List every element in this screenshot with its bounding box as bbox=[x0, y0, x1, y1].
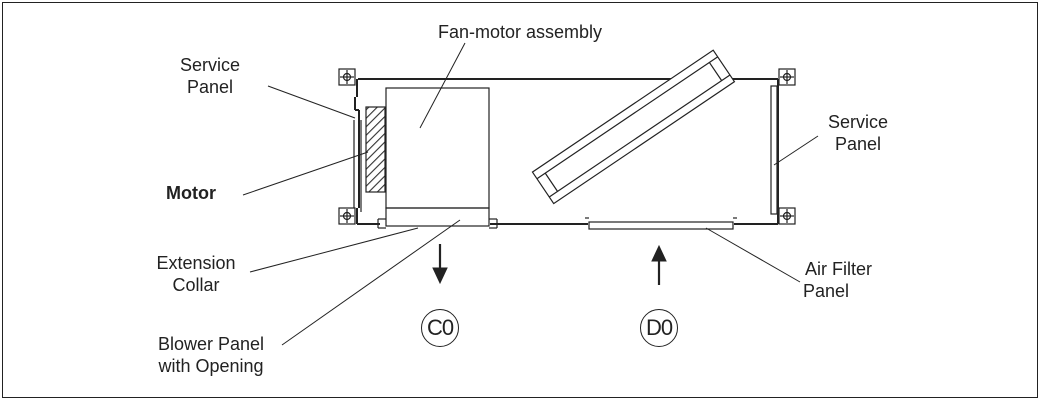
corner-bolt-bottom-right bbox=[778, 207, 796, 225]
marker-outlet: C0 bbox=[421, 309, 459, 347]
label-line: Service bbox=[827, 112, 889, 132]
fan-motor-assembly bbox=[385, 87, 490, 209]
label-line: Service bbox=[179, 55, 241, 75]
label-extension-collar: Extension Collar bbox=[146, 252, 246, 296]
service-panel-left bbox=[353, 120, 362, 212]
corner-bolt-bottom-left bbox=[338, 207, 356, 225]
tilted-coil bbox=[531, 49, 736, 205]
leader-lines bbox=[242, 42, 819, 346]
label-blower-panel: Blower Panel with Opening bbox=[146, 333, 276, 377]
corner-bolt-top-left bbox=[338, 68, 356, 86]
service-panel-right bbox=[770, 85, 778, 215]
label-line: Panel bbox=[186, 77, 234, 97]
corner-bolt-top-right bbox=[778, 68, 796, 86]
label-line: with Opening bbox=[158, 356, 264, 376]
label-service-panel-right: Service Panel bbox=[818, 111, 898, 155]
inlet-arrow bbox=[651, 244, 667, 285]
label-fan-motor-assembly: Fan-motor assembly bbox=[437, 22, 603, 42]
marker-inlet: D0 bbox=[640, 309, 678, 347]
label-motor: Motor bbox=[166, 183, 216, 203]
label-line: Panel bbox=[834, 134, 882, 154]
extension-collar bbox=[377, 207, 498, 229]
outlet-arrow bbox=[432, 244, 448, 285]
label-line: Air Filter bbox=[805, 259, 872, 279]
motor bbox=[365, 106, 386, 193]
label-line: Panel bbox=[803, 281, 850, 301]
label-service-panel-left: Service Panel bbox=[170, 54, 250, 98]
label-line: Extension bbox=[156, 253, 236, 273]
air-filter-panel bbox=[585, 217, 737, 230]
label-line: Blower Panel bbox=[157, 334, 265, 354]
label-air-filter-panel: Air Filter Panel bbox=[803, 258, 872, 302]
label-line: Collar bbox=[172, 275, 220, 295]
